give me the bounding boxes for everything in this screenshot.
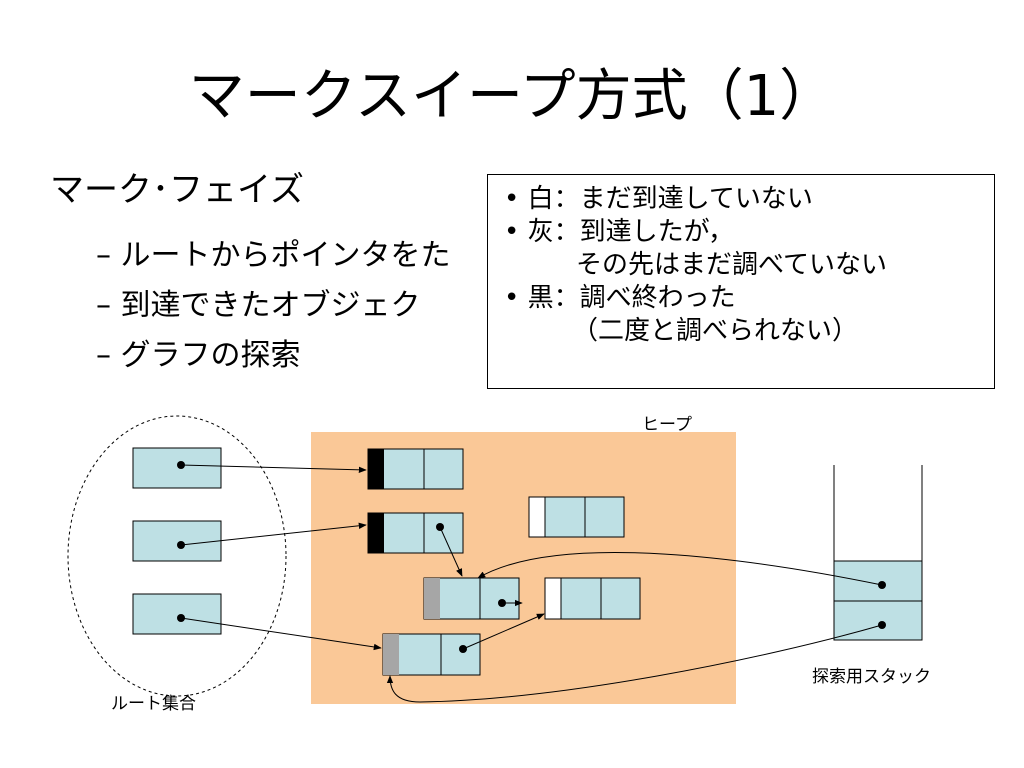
- legend-black-cont: （二度と調べられない）: [572, 316, 859, 346]
- search-stack-label: 探索用スタック: [812, 667, 931, 687]
- root-set-ellipse: [67, 415, 287, 697]
- heap-object-black-2: [367, 512, 464, 554]
- heap-object-gray-1: [423, 577, 520, 620]
- heap-object-white-1: [528, 496, 625, 538]
- bullet-sub-3: – グラフの探索: [96, 338, 301, 373]
- pointer-arrow-root3: [180, 617, 382, 651]
- pointer-arrow-root2: [180, 522, 367, 546]
- slide-title: マークスイープ方式（1）: [188, 64, 836, 129]
- root-cell-2: [132, 520, 222, 562]
- legend-gray-cont: その先はまだ調べていない: [576, 250, 887, 280]
- search-stack: [833, 465, 923, 641]
- bullet-main: マーク･フェイズ: [50, 170, 304, 210]
- legend-gray: • 灰：到達したが，: [504, 217, 735, 247]
- pointer-arrow-root1: [180, 464, 367, 474]
- pointer-arrow-b-to-c: [439, 526, 463, 577]
- heap-label: ヒープ: [642, 415, 692, 435]
- pointer-arrow-d-to-w2: [462, 613, 545, 650]
- root-set-label: ルート集合: [111, 694, 196, 714]
- pointer-arrow-stack-to-c: [477, 552, 883, 586]
- root-cell-1: [132, 447, 222, 489]
- color-legend-box: • 白：まだ到達していない • 灰：到達したが， その先はまだ調べていない • …: [487, 174, 995, 389]
- bullet-sub-2: – 到達できたオブジェク: [96, 288, 421, 323]
- heap-object-black-1: [367, 448, 464, 490]
- bullet-sub-1: – ルートからポインタをた: [96, 238, 451, 273]
- legend-white: • 白：まだ到達していない: [504, 184, 813, 214]
- heap-object-gray-2: [382, 633, 481, 676]
- pointer-arrow-stack-to-d: [386, 624, 883, 703]
- root-cell-3: [132, 593, 222, 635]
- legend-black: • 黒：調べ終わった: [504, 283, 736, 313]
- heap-object-white-2: [544, 577, 641, 620]
